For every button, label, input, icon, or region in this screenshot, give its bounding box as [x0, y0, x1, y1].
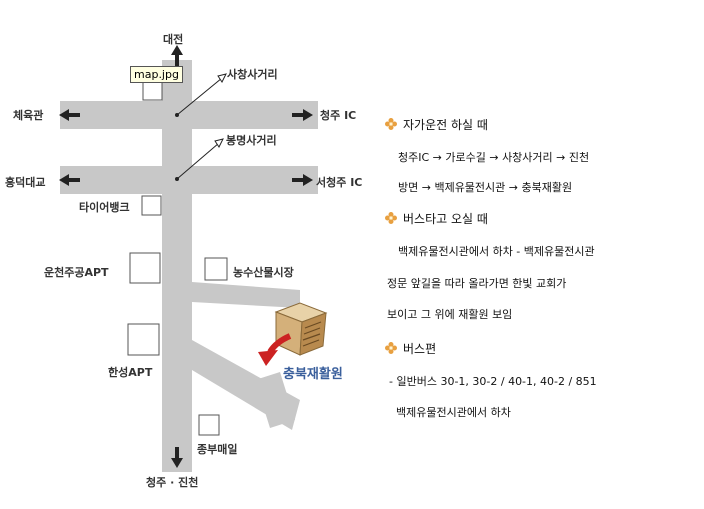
arrow-west-mid-head-icon	[59, 174, 69, 186]
bus-routes-line-1: - 일반버스 30-1, 30-2 / 40-1, 40-2 / 851	[389, 375, 597, 388]
bus-line-3: 보이고 그 위에 재활원 보임	[387, 308, 513, 321]
label-store: 종부매일	[197, 443, 238, 456]
building-markers	[127, 80, 228, 436]
arrow-east-top-head-icon	[303, 109, 313, 121]
bus-section-title: 버스타고 오실 때	[385, 210, 488, 227]
label-north: 대전	[163, 33, 184, 46]
map-panel: map.jpg 대전 청주 · 진천 체육관 청주 IC 흥덕대교 서청주 IC…	[5, 33, 363, 489]
arrow-north-icon	[175, 52, 179, 66]
arrow-east-mid-icon	[292, 178, 306, 182]
label-intersection-top: 사창사거리	[227, 68, 278, 81]
arrow-west-mid-icon	[66, 178, 80, 182]
bullet-flower-icon	[385, 342, 397, 354]
bullet-flower-icon	[385, 212, 397, 224]
arrow-south-head-icon	[171, 458, 183, 468]
destination-arrow-icon	[258, 333, 292, 366]
label-intersection-mid: 봉명사거리	[226, 134, 277, 147]
directions-panel: 자가운전 하실 때 청주IC → 가로수길 → 사창사거리 → 진천 방면 → …	[383, 0, 703, 509]
road-market-branch	[192, 282, 300, 308]
bus-line-2: 정문 앞길을 따라 올라가면 한빛 교회가	[387, 277, 567, 290]
map-roads	[59, 45, 328, 472]
car-section-title: 자가운전 하실 때	[385, 116, 488, 133]
label-east-top: 청주 IC	[320, 109, 357, 122]
arrow-north-head-icon	[171, 45, 183, 55]
label-destination: 충북재활원	[283, 367, 343, 382]
bus-line-1: 백제유물전시관에서 하차 - 백제유물전시관	[398, 245, 595, 258]
arrow-west-top-head-icon	[59, 109, 69, 121]
bus-routes-section-title: 버스편	[385, 340, 436, 357]
road-mid-horizontal	[60, 166, 318, 194]
arrow-east-top-icon	[292, 113, 306, 117]
car-title-text: 자가운전 하실 때	[403, 118, 488, 132]
building-sachang	[142, 80, 163, 101]
building-market	[204, 257, 228, 281]
label-west-mid: 흥덕대교	[5, 176, 46, 189]
image-tooltip: map.jpg	[130, 66, 183, 83]
label-market: 농수산물시장	[233, 266, 294, 279]
label-west-top: 체육관	[13, 109, 44, 122]
label-east-mid: 서청주 IC	[316, 176, 363, 189]
destination-building-icon	[274, 302, 328, 356]
label-south: 청주 · 진천	[146, 476, 199, 489]
car-line-1: 청주IC → 가로수길 → 사창사거리 → 진천	[398, 151, 590, 164]
arrow-south-icon	[175, 447, 179, 461]
bus-title-text: 버스타고 오실 때	[403, 212, 488, 226]
label-apt2: 한성APT	[108, 366, 153, 379]
building-store	[198, 414, 220, 436]
road-diagonal-spur	[255, 372, 295, 428]
bullet-flower-icon	[385, 118, 397, 130]
label-tire: 타이어뱅크	[79, 201, 130, 214]
building-apt1	[129, 252, 161, 284]
intersection-pointers	[175, 73, 227, 181]
arrow-west-top-icon	[66, 113, 80, 117]
car-line-2: 방면 → 백제유물전시관 → 충북재활원	[398, 181, 573, 194]
building-apt2	[127, 323, 160, 356]
bus-routes-line-2: 백제유물전시관에서 하차	[396, 406, 511, 419]
bus-routes-title-text: 버스편	[403, 342, 437, 356]
label-apt1: 운천주공APT	[44, 266, 109, 279]
building-tire	[141, 195, 162, 216]
direction-arrows	[59, 45, 313, 468]
arrow-east-mid-head-icon	[303, 174, 313, 186]
